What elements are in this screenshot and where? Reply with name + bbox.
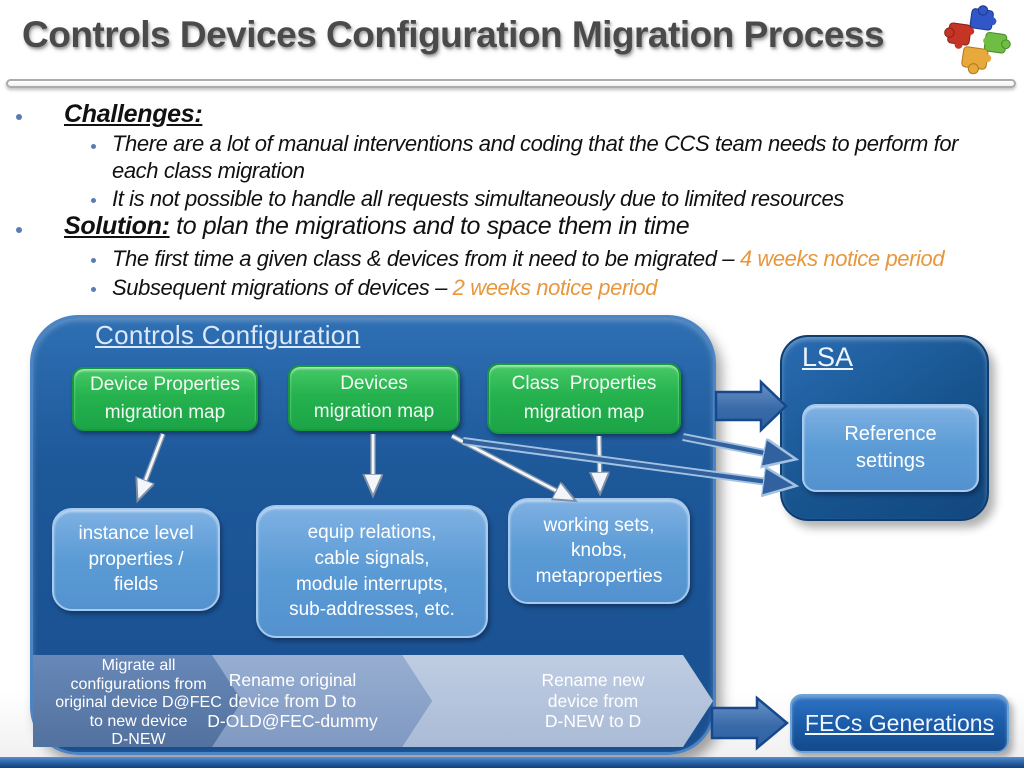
process-step-3-label: Rename new device from D-NEW to D	[541, 670, 645, 732]
process-step-2-label: Rename original device from D to D-OLD@F…	[207, 670, 378, 732]
map-box-class-properties: Class Properties migration map	[487, 363, 681, 434]
detail-box-equip-relations-label: equip relations, cable signals, module i…	[289, 522, 455, 621]
fecs-generations-box: FECs Generations	[790, 694, 1009, 753]
bullet-dot	[91, 144, 96, 149]
bullet-challenge-2: It is not possible to handle all request…	[112, 186, 844, 211]
bullet-dot	[16, 114, 22, 120]
challenges-heading-text: Challenges:	[64, 100, 203, 128]
process-chevron-3	[402, 655, 713, 747]
puzzle-icon	[944, 5, 1011, 75]
solution-2-accent: 2 weeks notice period	[452, 275, 658, 300]
solution-heading-text: Solution:	[64, 212, 170, 240]
bullet-solution: Solution: to plan the migrations and to …	[64, 212, 690, 241]
map-box-devices: Devices migration map	[288, 365, 460, 431]
solution-2-text: Subsequent migrations of devices –	[112, 275, 453, 300]
bullet-challenge-1: There are a lot of manual interventions …	[112, 131, 959, 184]
solution-1-text: The first time a given class & devices f…	[112, 246, 740, 271]
bullet-solution-2: Subsequent migrations of devices – 2 wee…	[112, 274, 657, 301]
solution-1-accent: 4 weeks notice period	[739, 246, 945, 271]
bullet-dot	[91, 258, 96, 263]
solution-text: to plan the migrations and to space them…	[169, 212, 690, 240]
puzzle-piece-yellow	[961, 46, 992, 75]
fecs-generations-label: FECs Generations	[804, 710, 995, 736]
bullet-dot	[91, 287, 96, 292]
bullet-solution-1: The first time a given class & devices f…	[112, 245, 945, 272]
map-box-devices-label: Devices migration map	[313, 372, 435, 423]
slide-title: Controls Devices Configuration Migration…	[22, 14, 885, 55]
bullet-dot	[16, 227, 22, 233]
bullet-challenges-heading: Challenges:	[64, 100, 203, 129]
block-arrow-to-fecs	[710, 695, 789, 751]
reference-settings-box: Reference settings	[802, 404, 979, 492]
map-box-device-properties: Device Properties migration map	[72, 367, 258, 431]
process-chevron-1	[33, 655, 244, 747]
detail-box-instance-level-label: instance level properties / fields	[78, 523, 194, 596]
detail-box-instance-level: instance level properties / fields	[52, 508, 220, 611]
title-divider	[6, 79, 1016, 88]
map-box-device-properties-label: Device Properties migration map	[90, 373, 240, 424]
detail-box-working-sets-label: working sets, knobs, metaproperties	[535, 514, 663, 587]
reference-settings-label: Reference settings	[844, 423, 937, 472]
bottom-bar	[0, 757, 1024, 768]
controls-configuration-label: Controls Configuration	[95, 320, 361, 350]
process-step-1-label: Migrate all configurations from original…	[55, 657, 222, 749]
detail-box-equip-relations: equip relations, cable signals, module i…	[256, 505, 488, 638]
lsa-label: LSA	[802, 342, 854, 372]
detail-box-working-sets: working sets, knobs, metaproperties	[508, 498, 690, 604]
process-chevron-2	[212, 655, 432, 747]
puzzle-piece-blue	[969, 5, 997, 31]
map-box-class-properties-label: Class Properties migration map	[511, 373, 657, 423]
puzzle-piece-red	[944, 22, 975, 49]
puzzle-piece-green	[983, 31, 1011, 54]
block-arrow-to-lsa	[714, 379, 788, 433]
bullet-dot	[91, 198, 96, 203]
